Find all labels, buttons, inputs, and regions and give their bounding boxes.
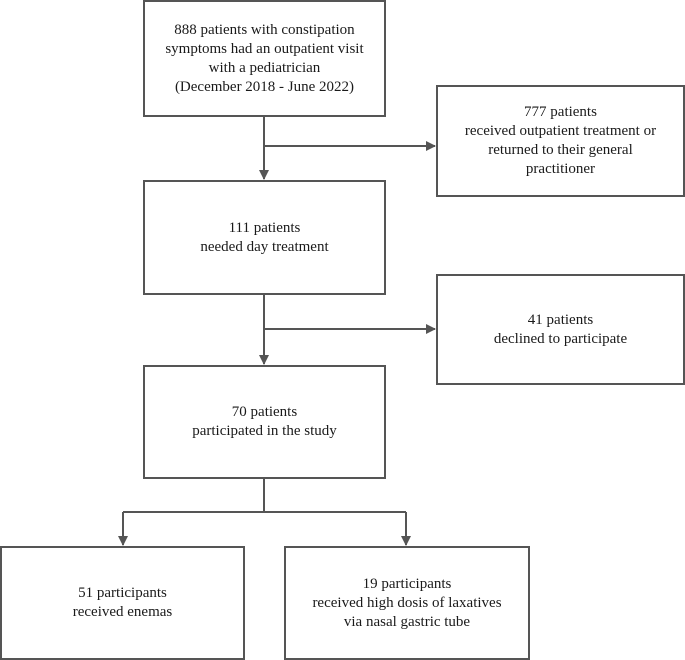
box-day-text: 111 patients needed day treatment	[200, 219, 329, 255]
box-laxatives: 19 participants received high dosis of l…	[284, 546, 530, 660]
box-outpatient-text: 777 patients received outpatient treatme…	[464, 104, 657, 177]
box-screened-text: 888 patients with constipation symptoms …	[165, 21, 364, 95]
box-screened-patients: 888 patients with constipation symptoms …	[143, 0, 386, 117]
box-participated: 70 patients participated in the study	[143, 365, 386, 479]
box-enemas: 51 participants received enemas	[0, 546, 245, 660]
box-declined: 41 patients declined to participate	[436, 274, 685, 385]
box-declined-text: 41 patients declined to participate	[493, 311, 628, 347]
box-day-treatment: 111 patients needed day treatment	[143, 180, 386, 295]
box-participated-text: 70 patients participated in the study	[192, 404, 337, 439]
box-outpatient-treatment: 777 patients received outpatient treatme…	[436, 85, 685, 197]
box-laxatives-text: 19 participants received high dosis of l…	[312, 575, 502, 630]
box-enemas-text: 51 participants received enemas	[72, 585, 173, 620]
